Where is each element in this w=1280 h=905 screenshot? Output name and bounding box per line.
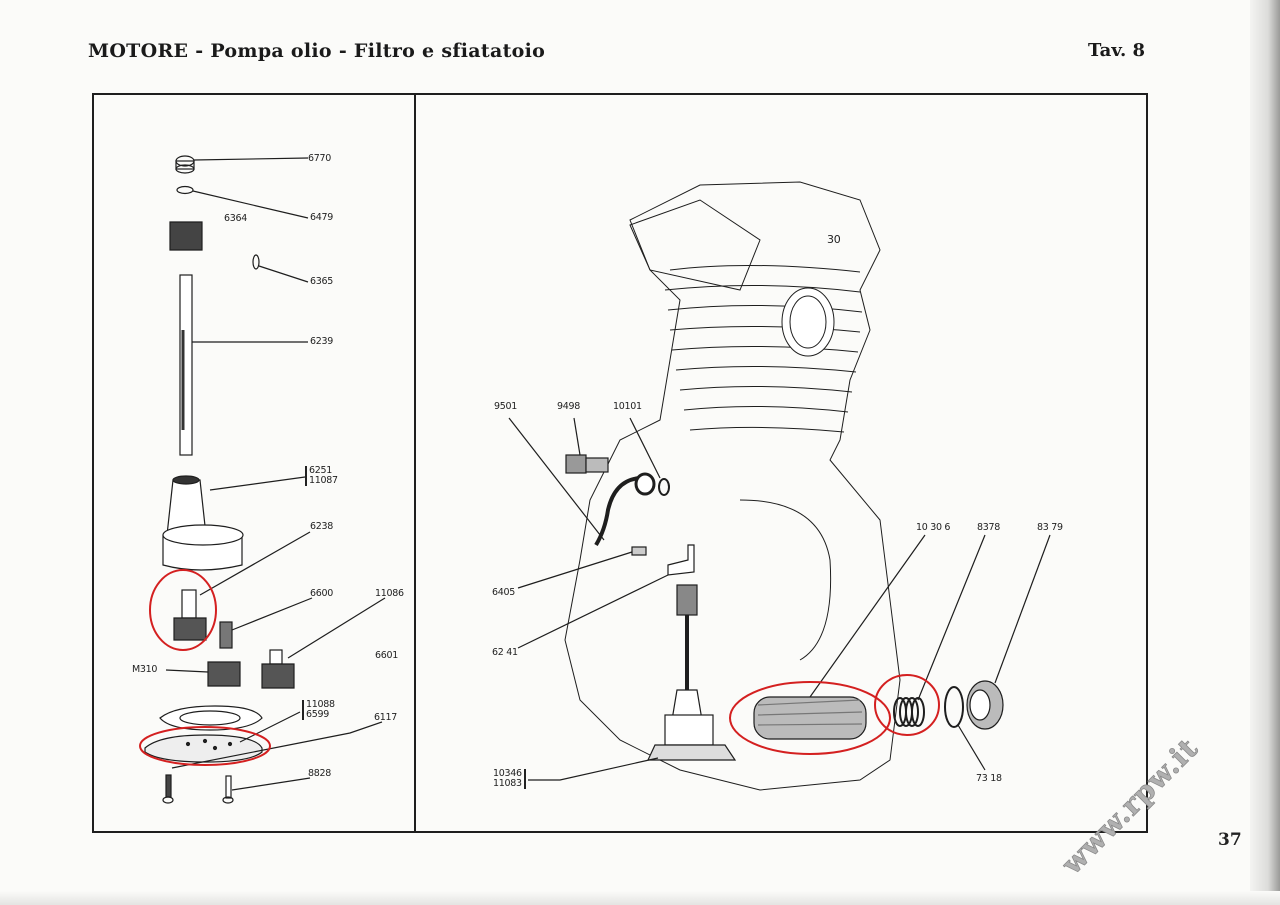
part-label: 9498 <box>557 401 580 412</box>
highlight-8378 <box>874 674 940 736</box>
part-label: 6601 <box>375 650 398 661</box>
part-label: M310 <box>132 664 158 675</box>
part-label: 10346 <box>493 768 522 779</box>
part-label: 11083 <box>493 778 522 789</box>
part-label: 8378 <box>977 522 1000 533</box>
part-label-group: 11088 6599 <box>302 700 335 720</box>
part-label: 9501 <box>494 401 517 412</box>
part-label-group: 10346 11083 <box>493 769 526 789</box>
part-label: 8828 <box>308 768 331 779</box>
engine-outline <box>564 181 901 791</box>
right-parts <box>508 417 1051 781</box>
page-bottom-shadow <box>0 891 1280 905</box>
part-label: 6117 <box>374 712 397 723</box>
part-label: 6599 <box>306 709 329 720</box>
highlight-6238 <box>149 569 217 651</box>
part-label: 10101 <box>613 401 642 412</box>
part-label: 6365 <box>310 276 333 287</box>
left-parts <box>144 155 386 804</box>
plate-number: Tav. 8 <box>1088 40 1146 61</box>
part-label: 73 18 <box>976 773 1002 784</box>
part-label: 62 41 <box>492 647 518 658</box>
highlight-circles <box>139 569 940 766</box>
part-label: 83 79 <box>1037 522 1063 533</box>
part-label: 11087 <box>309 475 338 486</box>
part-label: 11088 <box>306 699 335 710</box>
highlight-10306 <box>729 681 891 755</box>
part-label: 6770 <box>308 153 331 164</box>
page-edge-shadow <box>1250 0 1280 905</box>
engine-mark: 30 <box>827 233 841 246</box>
part-label: 6364 <box>224 213 247 224</box>
part-label-group: 6251 11087 <box>305 466 338 486</box>
part-label: 6238 <box>310 521 333 532</box>
page-number: 37 <box>1218 830 1242 850</box>
page-title: MOTORE - Pompa olio - Filtro e sfiatatoi… <box>88 40 546 62</box>
part-label: 6251 <box>309 465 332 476</box>
part-label: 11086 <box>375 588 404 599</box>
highlight-6599 <box>139 726 271 766</box>
part-label: 10 30 6 <box>916 522 951 533</box>
part-label: 6239 <box>310 336 333 347</box>
diagram-frame <box>92 93 1148 833</box>
part-label: 6600 <box>310 588 333 599</box>
part-label: 6479 <box>310 212 333 223</box>
part-label: 6405 <box>492 587 515 598</box>
